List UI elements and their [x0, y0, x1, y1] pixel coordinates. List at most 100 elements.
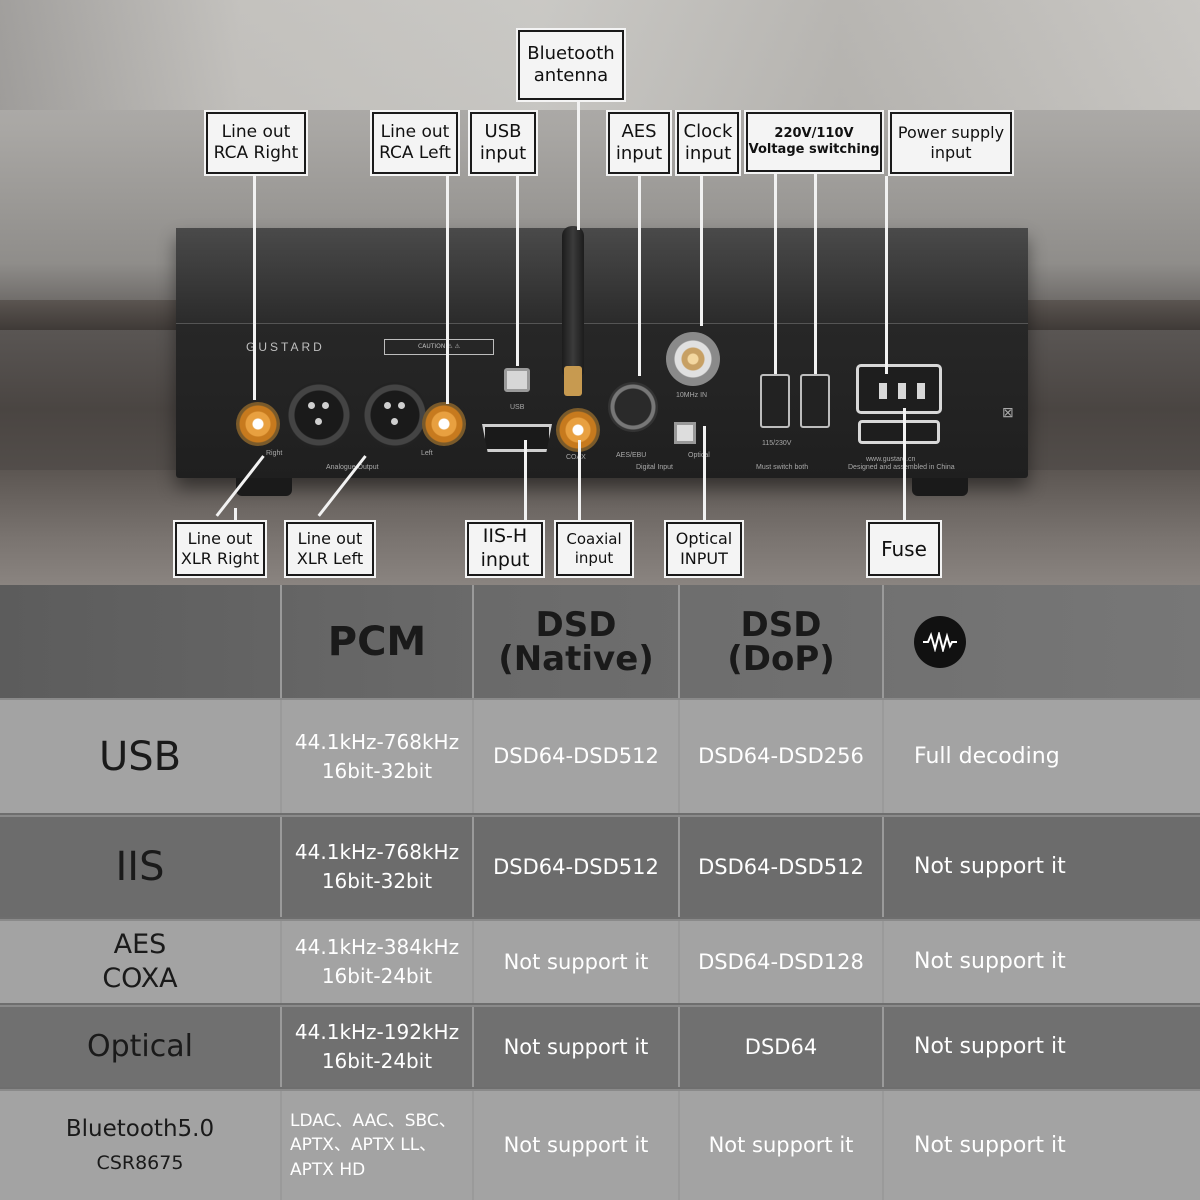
silk-analogue-output: Analogue Output: [326, 464, 379, 471]
iis-hdmi-port: [482, 424, 552, 452]
leader-line: [578, 440, 581, 524]
callout-aes-input: AES input: [606, 110, 672, 176]
cell-mqa: Not support it: [914, 1132, 1066, 1158]
row-label-text: IIS: [115, 844, 165, 890]
leader-line: [446, 176, 449, 404]
rca-left-jack: [422, 402, 466, 446]
callout-optical-input: Optical INPUT: [664, 520, 744, 578]
silk-digital-input: Digital Input: [636, 464, 673, 471]
callout-clock-input: Clock input: [675, 110, 741, 176]
callout-usb-input: USB input: [468, 110, 538, 176]
antenna-connector: [564, 366, 582, 396]
leader-line: [234, 508, 237, 524]
leader-line: [253, 176, 256, 400]
leader-line: [516, 176, 519, 366]
spec-table: PCM DSD (Native) DSD (DoP) USB 44.1kHz-76…: [0, 585, 1200, 1200]
callout-coaxial-input: Coaxial input: [554, 520, 634, 578]
leader-line: [814, 174, 817, 374]
row-label: USB: [0, 700, 282, 813]
leader-line: [885, 176, 888, 374]
header-mqa: [884, 585, 1200, 698]
cell-mqa: Not support it: [914, 1034, 1066, 1060]
silk-right: Right: [266, 450, 283, 457]
leader-line: [903, 408, 906, 522]
row-label: Optical: [0, 1007, 282, 1087]
weee-icon: ⊠: [1002, 404, 1014, 420]
header-cell-empty: [0, 585, 282, 698]
cell-dsd-native: DSD64-DSD512: [474, 700, 680, 813]
waveform-icon: [914, 615, 966, 668]
optical-port: [674, 422, 696, 444]
callout-power-supply: Power supply input: [888, 110, 1014, 176]
row-label-text: AES COXA: [102, 929, 178, 994]
leader-line: [524, 440, 527, 522]
table-row: AES COXA 44.1kHz-384kHz 16bit-24bit Not su…: [0, 919, 1200, 1003]
voltage-switch-2: [800, 374, 830, 428]
silk-made-in: Designed and assembled in China: [848, 464, 955, 471]
silk-must-switch: Must switch both: [756, 464, 809, 471]
cell-pcm: 44.1kHz-384kHz 16bit-24bit: [282, 921, 474, 1003]
table-row: IIS 44.1kHz-768kHz 16bit-32bit DSD64-DSD51…: [0, 815, 1200, 917]
cell-pcm: LDAC、AAC、SBC、 APTX、APTX LL、 APTX HD: [282, 1091, 474, 1200]
cell-mqa: Not support it: [914, 949, 1066, 975]
xlr-right-jack: [286, 382, 352, 448]
leader-line: [700, 176, 703, 326]
silk-website: www.gustard.cn: [866, 456, 916, 463]
caution-label: CAUTION ⚠ ⚠: [384, 339, 494, 355]
silk-optical: Optical: [688, 452, 710, 459]
cell-dsd-dop: DSD64-DSD512: [680, 817, 884, 917]
xlr-left-jack: [362, 382, 428, 448]
cell-dsd-native: Not support it: [474, 1007, 680, 1087]
callout-voltage-switching: 220V/110V Voltage switching: [744, 110, 884, 174]
callout-rca-left: Line out RCA Left: [370, 110, 460, 176]
cell-dsd-dop: Not support it: [680, 1091, 884, 1200]
cell-dsd-dop: DSD64-DSD128: [680, 921, 884, 1003]
header-dsd-native: DSD (Native): [474, 585, 680, 698]
cell-dsd-dop: DSD64-DSD256: [680, 700, 884, 813]
device-foot: [236, 478, 292, 496]
dac-rear-panel: GUSTARD CAUTION ⚠ ⚠ Right Left Analogue …: [176, 226, 1028, 496]
callout-iis-h-input: IIS-H input: [465, 520, 545, 578]
row-label-text: Bluetooth5.0: [65, 1116, 215, 1143]
rca-right-jack: [236, 402, 280, 446]
cell-mqa: Full decoding: [914, 743, 1060, 769]
device-top: [176, 228, 1028, 324]
product-photo: GUSTARD CAUTION ⚠ ⚠ Right Left Analogue …: [0, 0, 1200, 585]
leader-line: [577, 102, 580, 230]
device-foot: [912, 478, 968, 496]
bluetooth-antenna: [562, 226, 584, 376]
fuse-holder: [858, 420, 940, 444]
cell-pcm: 44.1kHz-768kHz 16bit-32bit: [282, 817, 474, 917]
silk-10mhz: 10MHz IN: [676, 392, 708, 399]
silk-voltage: 115/230V: [762, 440, 792, 447]
leader-line: [703, 426, 706, 522]
aes-xlr-input: [608, 382, 658, 432]
callout-fuse: Fuse: [866, 520, 942, 578]
row-label-text: USB: [98, 733, 182, 780]
clock-bnc-input: [666, 332, 720, 386]
callout-bluetooth-antenna: Bluetooth antenna: [516, 28, 626, 102]
header-dsd-dop: DSD (DoP): [680, 585, 884, 698]
leader-line: [638, 176, 641, 376]
row-label: IIS: [0, 817, 282, 917]
row-label-text: Optical: [87, 1029, 193, 1065]
voltage-switch-1: [760, 374, 790, 428]
cell-pcm: 44.1kHz-768kHz 16bit-32bit: [282, 700, 474, 813]
callout-xlr-right: Line out XLR Right: [173, 520, 267, 578]
brand-logo: GUSTARD: [246, 340, 325, 354]
silk-coax: COAX: [566, 454, 586, 461]
cell-dsd-dop: DSD64: [680, 1007, 884, 1087]
leader-line: [774, 174, 777, 374]
usb-b-port: [504, 368, 530, 392]
row-sublabel-text: CSR8675: [96, 1152, 184, 1174]
callout-rca-right: Line out RCA Right: [204, 110, 308, 176]
cell-pcm: 44.1kHz-192kHz 16bit-24bit: [282, 1007, 474, 1087]
silk-usb: USB: [510, 404, 525, 411]
silk-left: Left: [421, 450, 433, 457]
iec-power-inlet: [856, 364, 942, 414]
header-pcm: PCM: [282, 585, 474, 698]
